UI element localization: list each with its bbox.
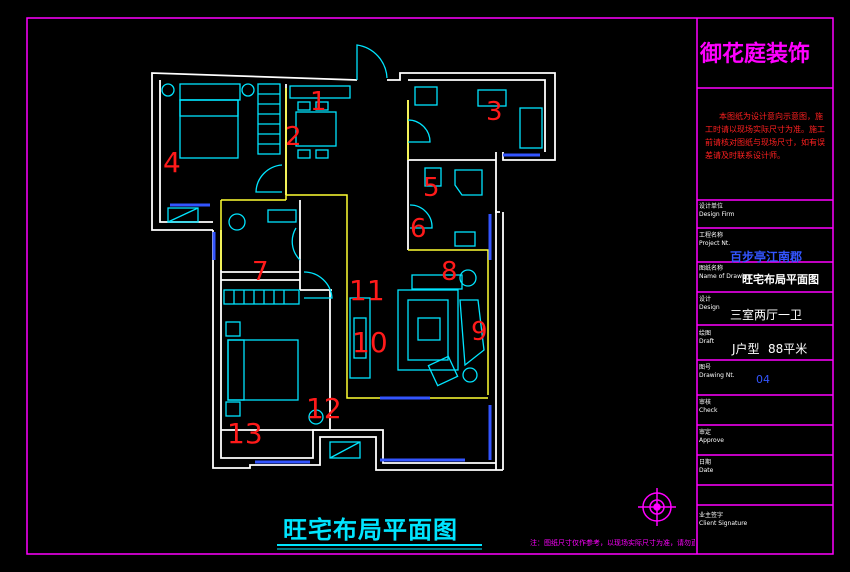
room-number: 9 bbox=[471, 317, 488, 347]
title-block bbox=[696, 18, 833, 554]
room-number: 7 bbox=[252, 257, 269, 287]
furniture bbox=[161, 44, 543, 459]
zone-lines bbox=[220, 88, 489, 399]
area-text: 88平米 bbox=[768, 342, 808, 356]
room-number: 1 bbox=[310, 87, 327, 117]
compass-icon bbox=[638, 488, 676, 526]
drawing-name: 旺宅布局平面图 bbox=[742, 273, 819, 286]
footer-note: 注：图纸尺寸仅作参考，以现场实际尺寸为准，请勿直接按比例测量。 bbox=[530, 539, 695, 547]
room-number: 8 bbox=[441, 257, 458, 287]
room-number: 3 bbox=[486, 97, 503, 127]
room-number: 5 bbox=[423, 173, 440, 203]
walls bbox=[151, 72, 556, 471]
drawing-no: 04 bbox=[756, 373, 770, 386]
plan-title: 旺宅布局平面图 bbox=[283, 516, 458, 544]
project-name: 百步亭江南郡 bbox=[730, 250, 803, 264]
notes-text: 本图纸为设计意向示意图，施工时请以现场实际尺寸为准。施工前请核对图纸与现场尺寸，… bbox=[705, 112, 825, 160]
room-numbers: 1 2 3 4 5 6 7 8 9 10 11 12 13 bbox=[163, 87, 503, 450]
room-number: 4 bbox=[163, 146, 181, 179]
room-number: 13 bbox=[227, 417, 263, 450]
room-number: 6 bbox=[410, 214, 427, 244]
company-name: 御花庭装饰 bbox=[700, 42, 811, 67]
room-number: 11 bbox=[349, 274, 385, 307]
unit-type: J户型 bbox=[732, 342, 760, 356]
room-number: 2 bbox=[285, 122, 302, 152]
windows bbox=[170, 153, 540, 464]
drawing-border bbox=[26, 17, 834, 555]
layout-text: 三室两厅一卫 bbox=[730, 308, 803, 322]
room-number: 10 bbox=[352, 326, 388, 359]
room-number: 12 bbox=[306, 392, 342, 425]
